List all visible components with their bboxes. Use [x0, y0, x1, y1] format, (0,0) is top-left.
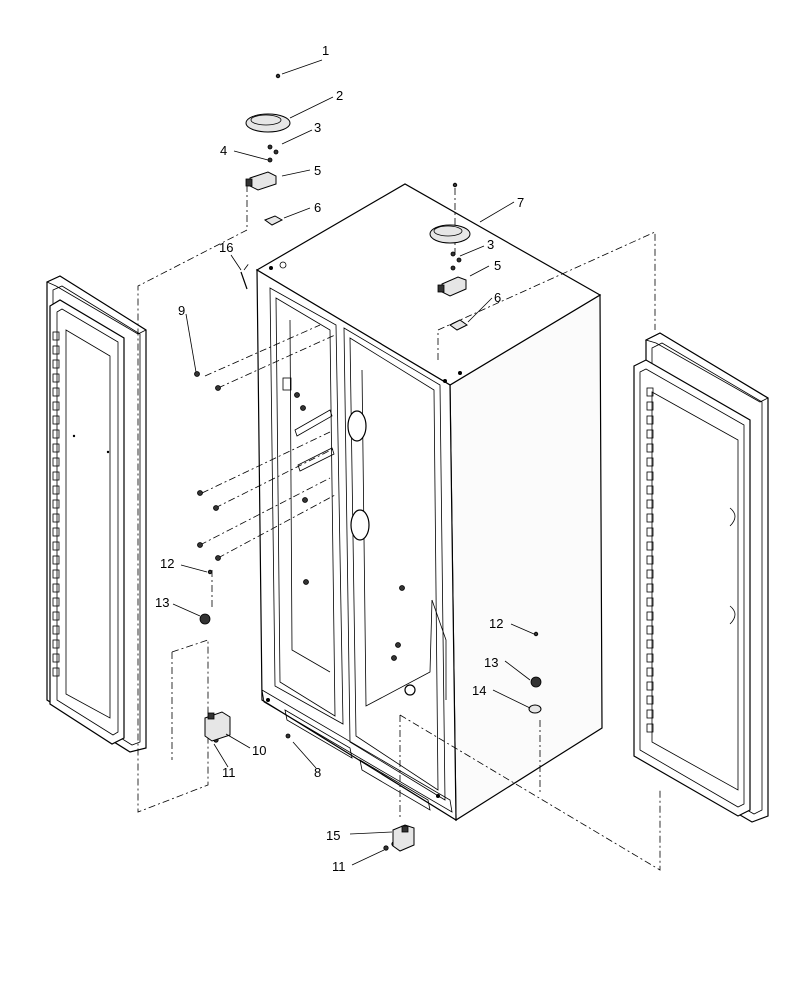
callout-12: 12	[489, 616, 503, 631]
callout-3: 3	[314, 120, 321, 135]
callout-5: 5	[314, 163, 321, 178]
right-door	[633, 332, 769, 823]
callout-3: 3	[487, 237, 494, 252]
cabinet	[255, 183, 603, 822]
callout-13: 13	[155, 595, 169, 610]
callout-1: 1	[322, 43, 329, 58]
callout-9: 9	[178, 303, 185, 318]
callout-5: 5	[494, 258, 501, 273]
top-left-hinge-cover-2	[245, 113, 291, 133]
callout-8: 8	[314, 765, 321, 780]
callout-15: 15	[326, 828, 340, 843]
shims-6	[263, 215, 468, 331]
callout-labels: 1 2 3 4 5 6 7 3 5 6 16 9 12 13 12 13 14 …	[155, 43, 524, 874]
top-left-hinge-5	[245, 171, 277, 191]
left-door-gasket-pockets	[52, 331, 60, 677]
callout-14: 14	[472, 683, 486, 698]
top-right-hinge-5	[437, 276, 467, 297]
bottom-right-hinge-15	[392, 824, 415, 852]
callout-11: 11	[332, 859, 346, 874]
callout-7: 7	[517, 195, 524, 210]
assembly-lines	[137, 185, 661, 871]
right-door-gasket-pockets	[646, 387, 654, 733]
top-right-hinge-cover-7	[429, 224, 471, 244]
left-door	[46, 275, 147, 753]
callout-11: 11	[222, 765, 236, 780]
callout-2: 2	[336, 88, 343, 103]
callout-4: 4	[220, 143, 227, 158]
callout-10: 10	[252, 743, 266, 758]
callout-13: 13	[484, 655, 498, 670]
callout-6: 6	[494, 290, 501, 305]
leader-lines	[172, 59, 535, 866]
cam-14	[528, 704, 542, 714]
door-closers-13	[199, 613, 542, 688]
pin-16	[240, 271, 248, 290]
callout-6: 6	[314, 200, 321, 215]
callout-16: 16	[219, 240, 233, 255]
callout-12: 12	[160, 556, 174, 571]
bottom-left-hinge-10	[204, 711, 231, 742]
